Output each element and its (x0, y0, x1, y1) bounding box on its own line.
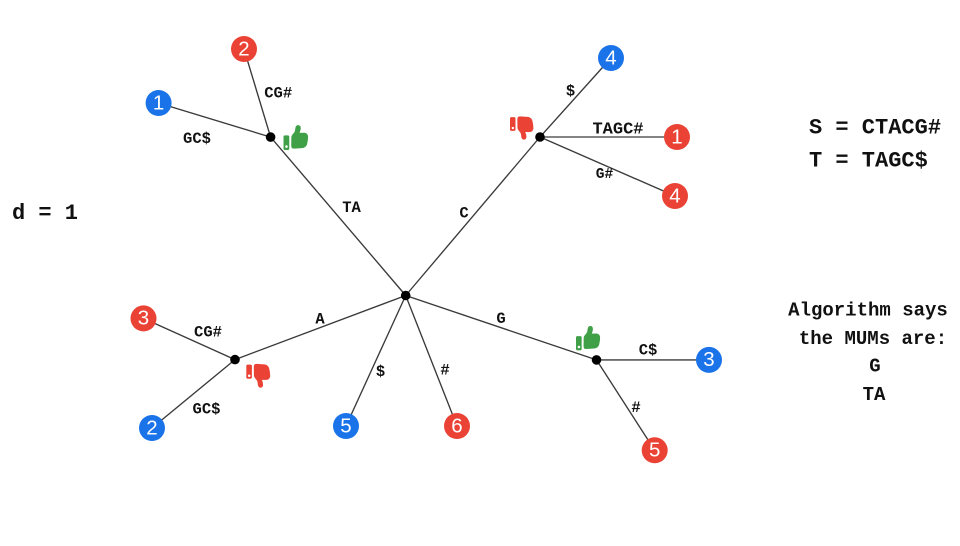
svg-text:G#: G# (596, 167, 614, 183)
svg-text:TA: TA (863, 384, 886, 406)
svg-text:2: 2 (146, 416, 157, 439)
svg-text:#: # (631, 399, 640, 417)
svg-text:6: 6 (451, 414, 462, 437)
svg-text:TAGC#: TAGC# (592, 121, 643, 140)
svg-text:#: # (440, 362, 449, 380)
svg-text:G: G (869, 355, 880, 377)
svg-text:3: 3 (138, 307, 149, 330)
svg-text:1: 1 (153, 91, 164, 114)
svg-text:$: $ (376, 363, 385, 381)
svg-text:T = TAGC$: T = TAGC$ (809, 149, 928, 174)
svg-text:5: 5 (340, 414, 351, 437)
svg-text:3: 3 (703, 348, 714, 371)
svg-text:C$: C$ (639, 342, 658, 360)
svg-text:d = 1: d = 1 (12, 201, 78, 226)
svg-text:CG#: CG# (194, 324, 222, 342)
svg-text:the MUMs are:: the MUMs are: (799, 328, 947, 350)
svg-text:1: 1 (671, 125, 682, 148)
svg-text:C: C (459, 205, 468, 223)
svg-text:5: 5 (649, 439, 660, 462)
svg-text:TA: TA (342, 199, 361, 217)
svg-text:CG#: CG# (264, 85, 292, 103)
svg-text:4: 4 (605, 46, 616, 69)
svg-text:4: 4 (669, 184, 680, 207)
svg-text:$: $ (566, 82, 575, 100)
svg-text:Algorithm says: Algorithm says (788, 299, 948, 321)
svg-text:A: A (315, 311, 325, 329)
svg-text:G: G (496, 310, 505, 328)
svg-text:S = CTACG#: S = CTACG# (809, 115, 941, 140)
svg-text:2: 2 (238, 37, 249, 60)
svg-text:GC$: GC$ (183, 130, 211, 148)
svg-text:GC$: GC$ (193, 401, 221, 419)
